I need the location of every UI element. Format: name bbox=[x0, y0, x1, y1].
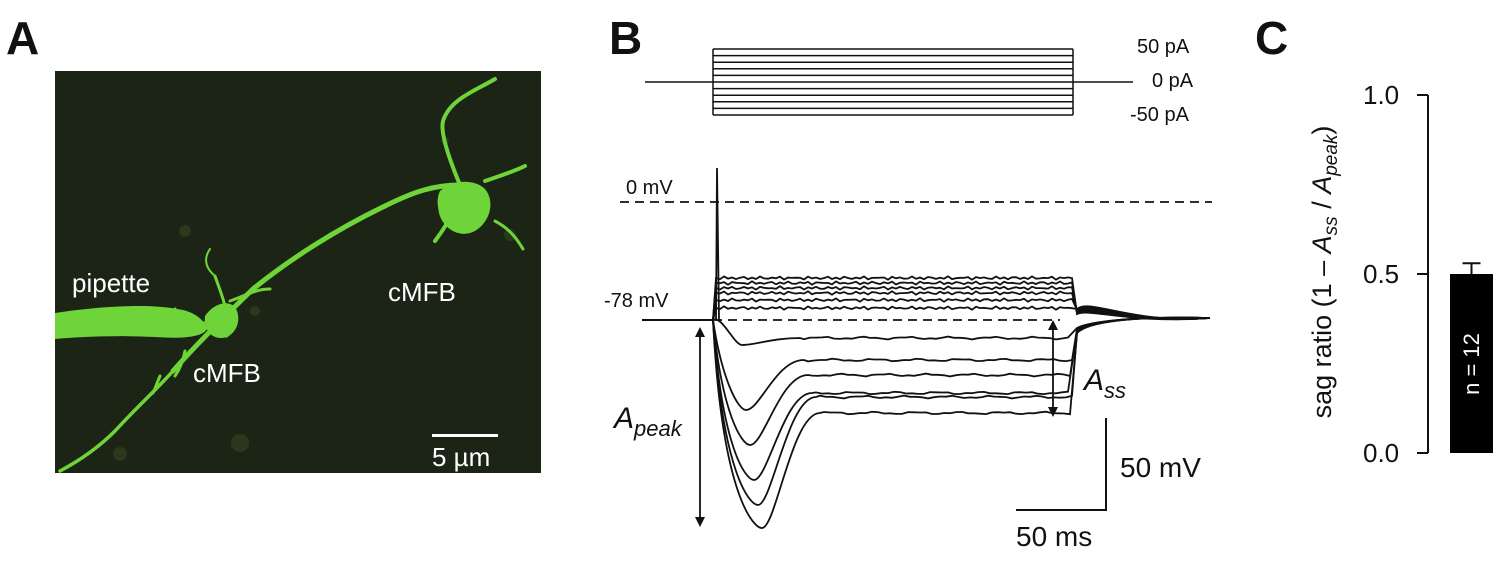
voltage-scalebar-label: 50 mV bbox=[1120, 452, 1201, 483]
amplitude-arrows bbox=[695, 320, 1058, 527]
voltage-time-scalebar bbox=[1016, 418, 1107, 511]
reference-lines bbox=[620, 201, 1212, 321]
y-axis-label: sag ratio (1 – Ass / Apeak) bbox=[1306, 125, 1343, 419]
hyperpolarizing-trace bbox=[712, 316, 1211, 481]
stim-top-label: 50 pA bbox=[1137, 36, 1190, 58]
depolarizing-trace bbox=[642, 290, 1211, 321]
rest-mv-label: -78 mV bbox=[604, 290, 669, 312]
hyperpolarizing-trace bbox=[712, 316, 1211, 411]
voltage-traces bbox=[642, 167, 1211, 529]
bar-n-label: n = 12 bbox=[1459, 333, 1484, 395]
right-bouton bbox=[437, 181, 491, 234]
hyperpolarizing-trace bbox=[712, 316, 1211, 346]
bouton-shapes bbox=[55, 181, 491, 339]
hyperpolarizing-trace bbox=[712, 316, 1211, 529]
micrograph-scalebar-label: 5 µm bbox=[432, 442, 491, 472]
panel-b-letter: B bbox=[609, 12, 643, 64]
sag-ratio-bar bbox=[1450, 274, 1493, 453]
micrograph-scalebar bbox=[432, 434, 498, 437]
sag-ratio-bar-group bbox=[1450, 262, 1493, 453]
hyperpolarizing-trace bbox=[712, 316, 1211, 446]
micrograph-background bbox=[55, 71, 541, 473]
zero-mv-label: 0 mV bbox=[626, 177, 673, 199]
depolarizing-trace bbox=[642, 275, 1211, 321]
y-tick-label-05: 0.5 bbox=[1363, 259, 1400, 289]
stim-bottom-label: -50 pA bbox=[1130, 104, 1189, 126]
cmfb-left-label: cMFB bbox=[193, 358, 261, 388]
panel-a-letter: A bbox=[6, 12, 40, 64]
left-bouton bbox=[204, 303, 239, 339]
pipette-label: pipette bbox=[72, 268, 151, 298]
a-ss-label: Ass bbox=[1084, 364, 1127, 403]
fluorescence-micrograph bbox=[55, 71, 541, 473]
action-potential-spike bbox=[715, 167, 720, 321]
y-tick-label-0: 0.0 bbox=[1363, 438, 1400, 468]
depolarizing-trace bbox=[642, 297, 1211, 321]
a-peak-label: Apeak bbox=[614, 402, 682, 441]
panel-c-letter: C bbox=[1255, 12, 1289, 64]
sag-ratio-axis bbox=[1417, 94, 1429, 454]
y-tick-label-1: 1.0 bbox=[1363, 80, 1400, 110]
time-scalebar-label: 50 ms bbox=[1016, 521, 1093, 552]
pipette-shape bbox=[55, 306, 207, 339]
depolarizing-trace bbox=[642, 285, 1211, 321]
cmfb-right-label: cMFB bbox=[388, 277, 456, 307]
depolarizing-trace bbox=[642, 305, 1211, 321]
depolarizing-trace bbox=[642, 280, 1211, 321]
current-step-protocol bbox=[645, 48, 1133, 116]
stim-zero-label: 0 pA bbox=[1152, 70, 1194, 92]
